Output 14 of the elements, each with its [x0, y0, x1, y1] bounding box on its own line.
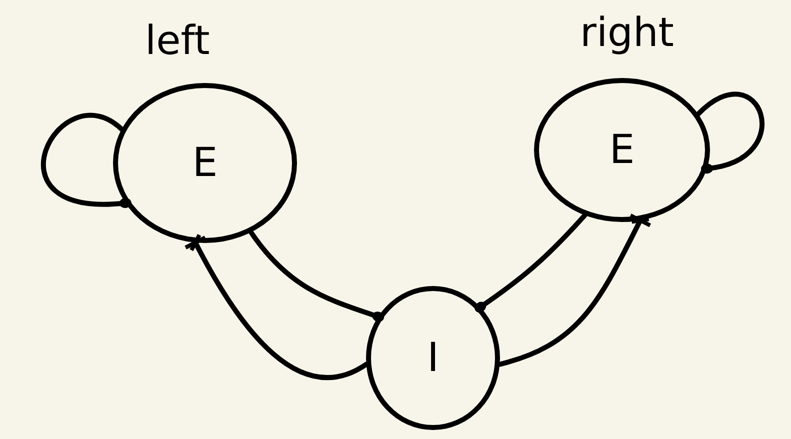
state-circle — [113, 83, 297, 243]
state-caption: right — [580, 10, 674, 56]
transition-line — [248, 230, 384, 322]
state-caption: left — [145, 18, 210, 64]
state-label: E — [192, 140, 218, 186]
transition-line — [184, 232, 369, 380]
state-circle — [534, 78, 710, 222]
state-label: I — [427, 335, 439, 381]
state-circle — [366, 286, 500, 430]
transition-line — [474, 212, 588, 312]
transition-line — [696, 92, 765, 174]
transition-line — [497, 213, 652, 367]
state-label: E — [609, 127, 635, 173]
transition-line — [40, 112, 132, 208]
